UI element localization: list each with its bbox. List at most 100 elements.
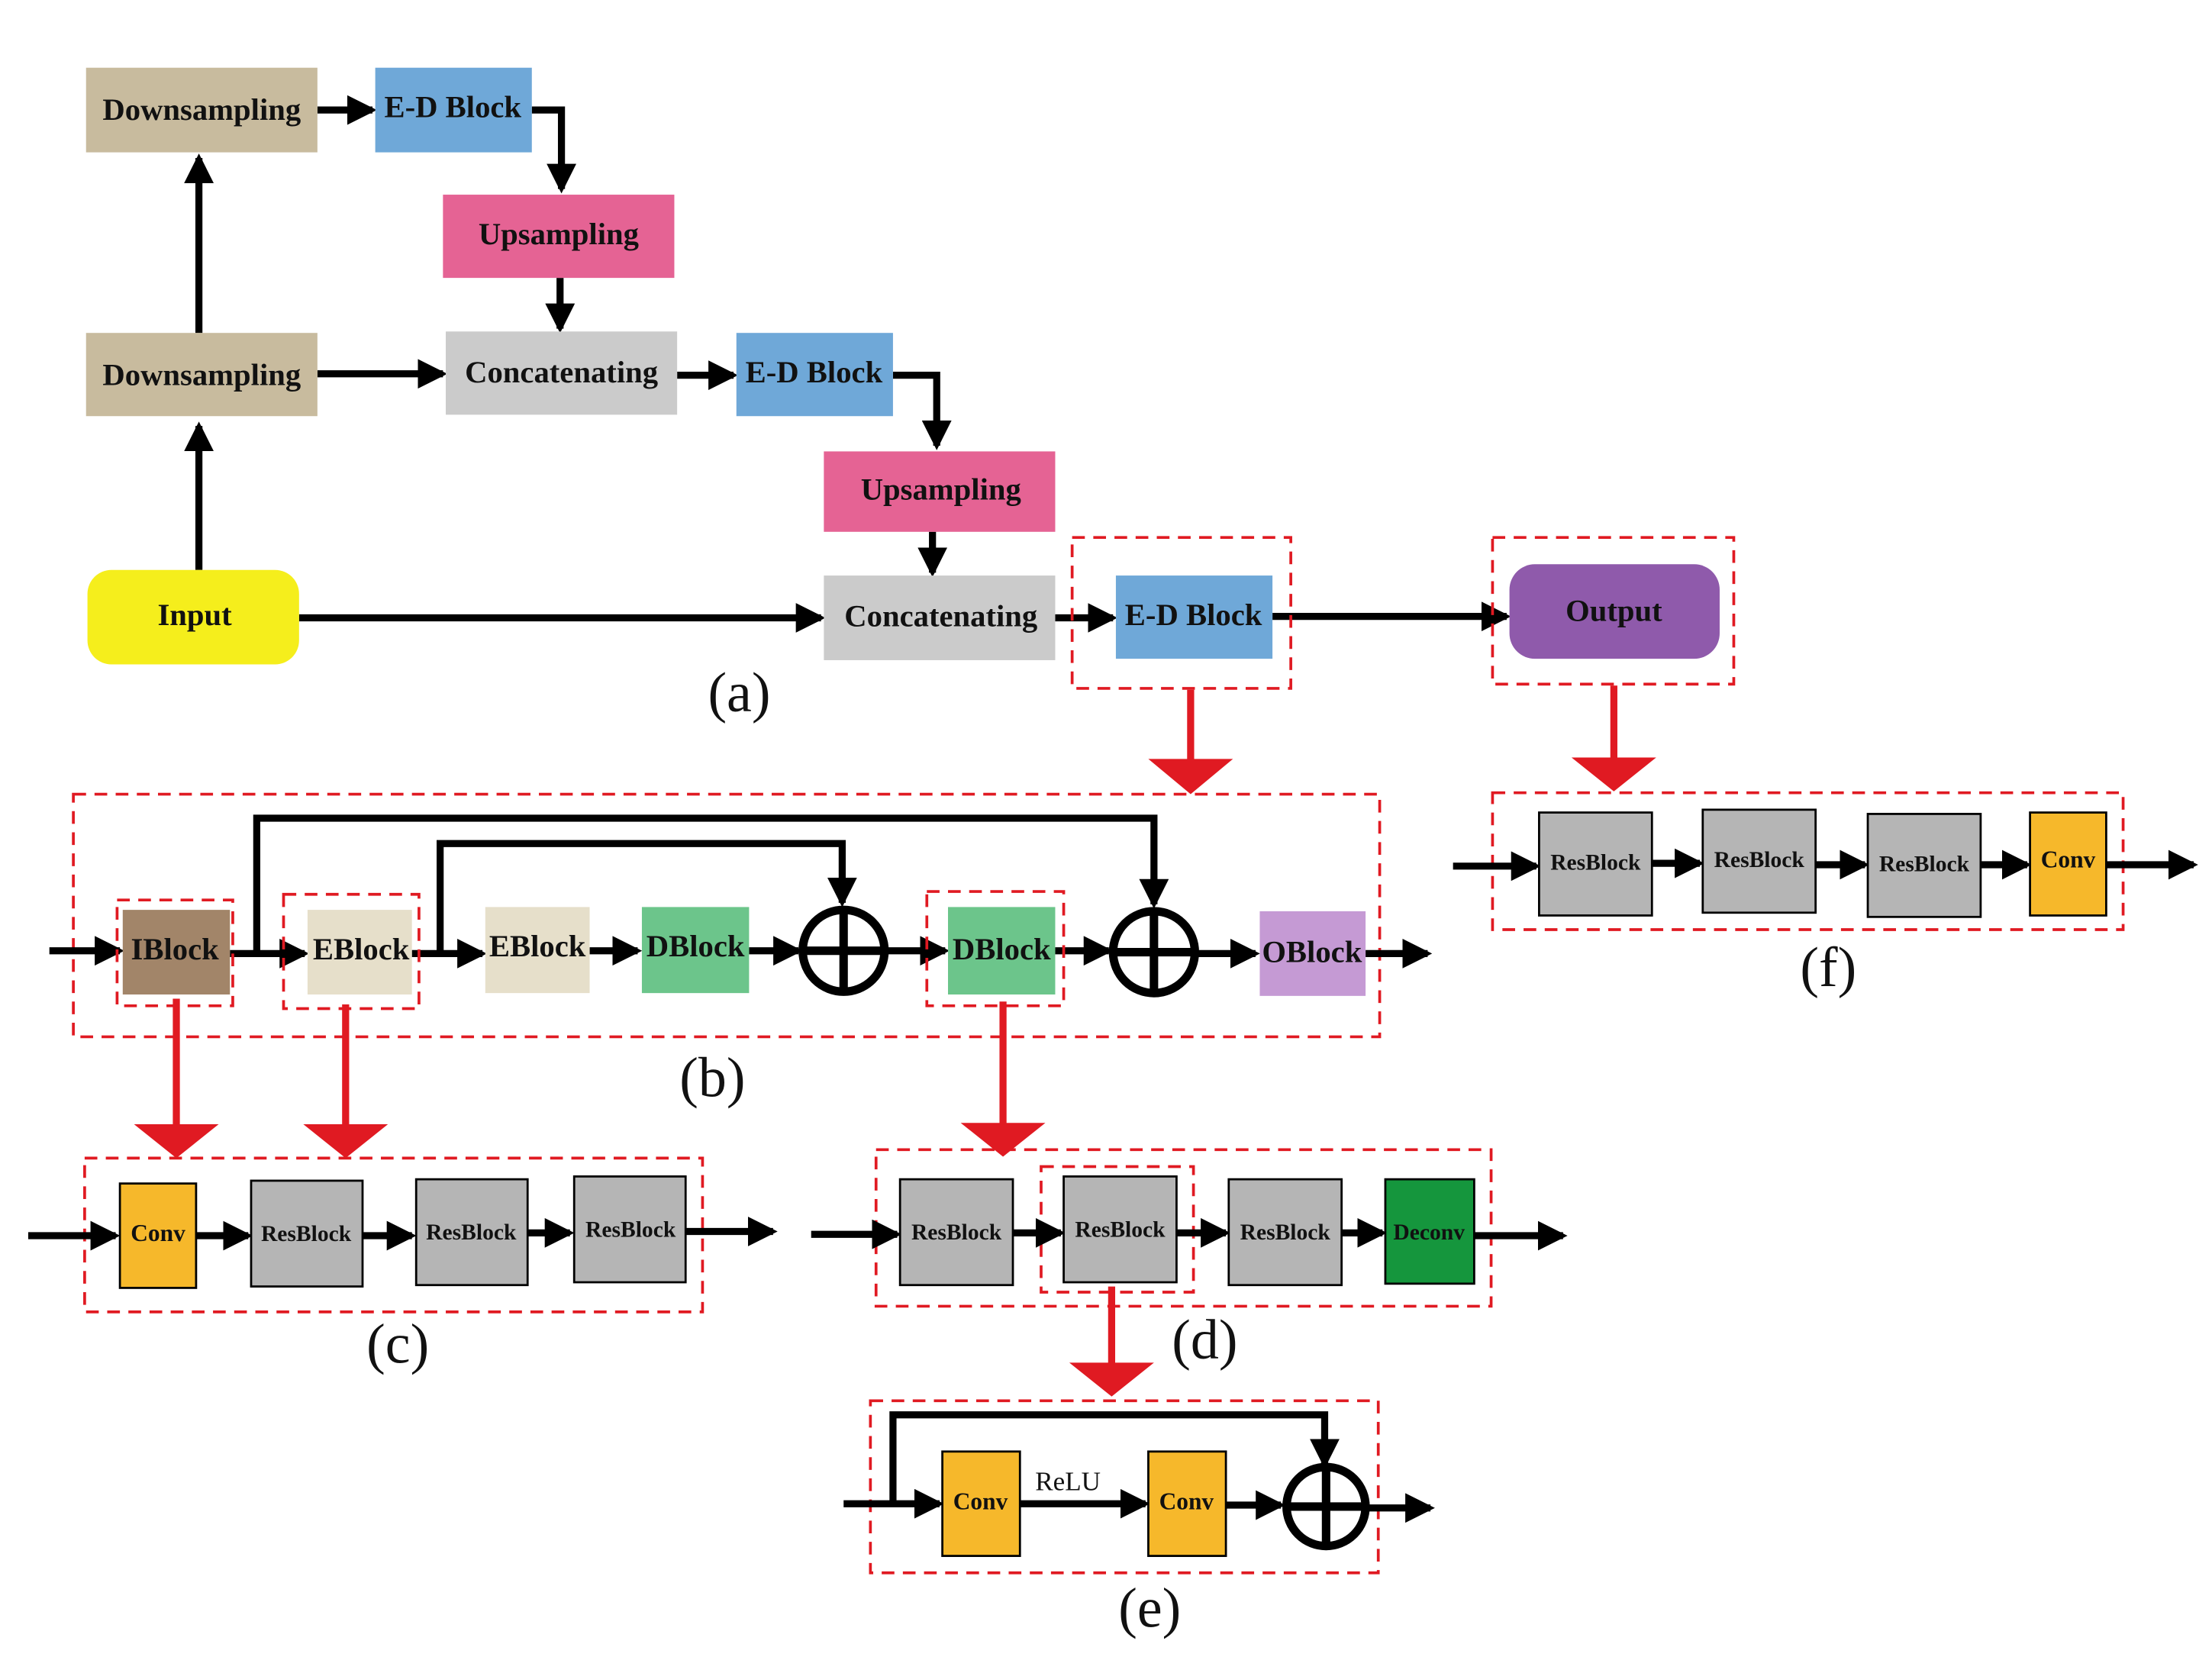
- zoom-arrow-resblock-to-e: [1069, 1286, 1154, 1397]
- panel-f: ResBlock ResBlock ResBlock Conv (f): [1453, 791, 2198, 998]
- panel-b: IBlock EBlock EBlock DBlock DBlock OBloc…: [49, 792, 1433, 1108]
- arrow-ed-top-to-upsampling-top: [531, 106, 576, 194]
- ed-block-mid-box: [736, 333, 893, 417]
- iblock-highlight-frame: [115, 898, 234, 1007]
- downsampling-top-box: [85, 67, 318, 153]
- dblock-2-box: [948, 907, 1056, 994]
- panel-a-caption: (a): [708, 661, 770, 724]
- c-resblock-3-box: [572, 1175, 687, 1284]
- output-label: Output: [1565, 593, 1662, 627]
- output-box: [1509, 564, 1720, 659]
- e-conv-2-label: Conv: [1159, 1488, 1214, 1514]
- sum-node-1: [798, 905, 889, 996]
- ed-block-bottom-box: [1115, 575, 1273, 659]
- panel-d: ResBlock ResBlock ResBlock Deconv (d): [811, 1148, 1568, 1371]
- iblock-box: [122, 910, 231, 994]
- input-label: Input: [157, 598, 232, 632]
- eblock-highlight-frame: [282, 892, 421, 1011]
- d-resblock-3-label: ResBlock: [1240, 1220, 1331, 1245]
- c-resblock-2-label: ResBlock: [426, 1220, 517, 1245]
- panel-a: Downsampling E-D Block Upsampling Downsa…: [85, 67, 1736, 724]
- zoom-arrow-dblock-to-d: [960, 1001, 1046, 1157]
- ed-block-highlight-frame: [1070, 536, 1292, 690]
- d-resblock-2-label: ResBlock: [1075, 1217, 1166, 1242]
- downsampling-mid-label: Downsampling: [102, 358, 301, 392]
- d-deconv-label: Deconv: [1393, 1220, 1465, 1245]
- input-box: [87, 569, 299, 665]
- panel-c: Conv ResBlock ResBlock ResBlock (c): [27, 1156, 778, 1375]
- ed-block-top-label: E-D Block: [384, 89, 521, 124]
- f-resblock-3-label: ResBlock: [1879, 853, 1970, 877]
- f-resblock-2-box: [1701, 808, 1817, 914]
- panel-e-arrows: [843, 1411, 1435, 1523]
- iblock-label: IBlock: [131, 932, 220, 966]
- e-conv-2-box: [1147, 1450, 1227, 1557]
- f-resblock-1-label: ResBlock: [1550, 851, 1641, 875]
- d-deconv-box: [1384, 1178, 1475, 1285]
- e-relu-label: ReLU: [1035, 1466, 1101, 1496]
- concatenating-mid-box: [446, 331, 678, 415]
- panel-e-caption: (e): [1118, 1576, 1181, 1639]
- panel-c-arrows: [27, 1217, 778, 1251]
- d-resblock-3-box: [1227, 1178, 1343, 1287]
- zoom-arrow-eblock-to-c: [303, 1004, 389, 1159]
- c-resblock-1-box: [250, 1179, 364, 1288]
- dblock-highlight-frame: [925, 890, 1066, 1007]
- ed-block-bottom-label: E-D Block: [1125, 598, 1262, 632]
- zoom-arrow-ed-block-to-b: [1148, 689, 1233, 795]
- f-resblock-2-label: ResBlock: [1714, 848, 1805, 872]
- e-conv-1-label: Conv: [953, 1488, 1008, 1514]
- concatenating-bottom-label: Concatenating: [844, 599, 1037, 633]
- panel-f-caption: (f): [1800, 936, 1856, 998]
- c-resblock-2-box: [414, 1178, 529, 1287]
- c-resblock-3-label: ResBlock: [585, 1217, 676, 1242]
- zoom-arrow-iblock-to-c: [134, 998, 219, 1159]
- dblock-1-label: DBlock: [647, 929, 745, 963]
- concatenating-bottom-box: [824, 575, 1056, 660]
- d-resblock-1-label: ResBlock: [911, 1220, 1002, 1245]
- downsampling-mid-box: [85, 333, 318, 417]
- arrow-ed-mid-to-upsampling-mid: [892, 372, 952, 450]
- e-skip-connection: [889, 1411, 1340, 1504]
- oblock-box: [1259, 911, 1366, 996]
- eblock-2-box: [485, 907, 590, 994]
- eblock-1-label: EBlock: [313, 932, 410, 966]
- upsampling-top-box: [443, 195, 675, 279]
- zoom-arrow-output-to-f: [1571, 685, 1656, 791]
- panel-a-arrows: [184, 95, 1511, 633]
- panel-d-caption: (d): [1172, 1308, 1237, 1371]
- panel-b-arrows: [49, 814, 1433, 969]
- oblock-label: OBlock: [1262, 935, 1362, 969]
- upsampling-top-label: Upsampling: [479, 217, 639, 251]
- sum-node-2: [1108, 907, 1199, 998]
- panel-e: Conv ReLU Conv (e): [843, 1399, 1435, 1639]
- ed-block-top-box: [375, 67, 532, 153]
- c-resblock-1-label: ResBlock: [261, 1222, 352, 1246]
- upsampling-mid-label: Upsampling: [861, 472, 1021, 506]
- panel-b-caption: (b): [679, 1046, 745, 1108]
- panel-f-arrows: [1453, 848, 2198, 882]
- eblock-2-label: EBlock: [489, 929, 586, 963]
- skip-connection-outer: [253, 814, 1169, 954]
- zoom-arrows: [134, 685, 1656, 1397]
- c-conv-label: Conv: [131, 1220, 185, 1246]
- upsampling-mid-box: [824, 451, 1056, 532]
- f-resblock-1-box: [1538, 811, 1653, 917]
- f-conv-label: Conv: [2041, 846, 2096, 872]
- e-sum-node: [1282, 1462, 1370, 1551]
- ed-block-mid-label: E-D Block: [746, 355, 883, 389]
- output-highlight-frame: [1491, 536, 1736, 686]
- panel-b-frame: [72, 792, 1382, 1039]
- e-conv-1-box: [941, 1450, 1021, 1557]
- skip-connection-inner: [437, 840, 857, 954]
- panel-c-caption: (c): [366, 1313, 429, 1375]
- f-conv-box: [2029, 811, 2107, 917]
- dblock-1-box: [641, 907, 750, 994]
- concatenating-mid-label: Concatenating: [465, 355, 658, 389]
- d-resblock-1-box: [898, 1178, 1014, 1287]
- dblock-2-label: DBlock: [953, 932, 1051, 966]
- f-resblock-3-box: [1866, 813, 1982, 918]
- eblock-1-box: [307, 910, 412, 994]
